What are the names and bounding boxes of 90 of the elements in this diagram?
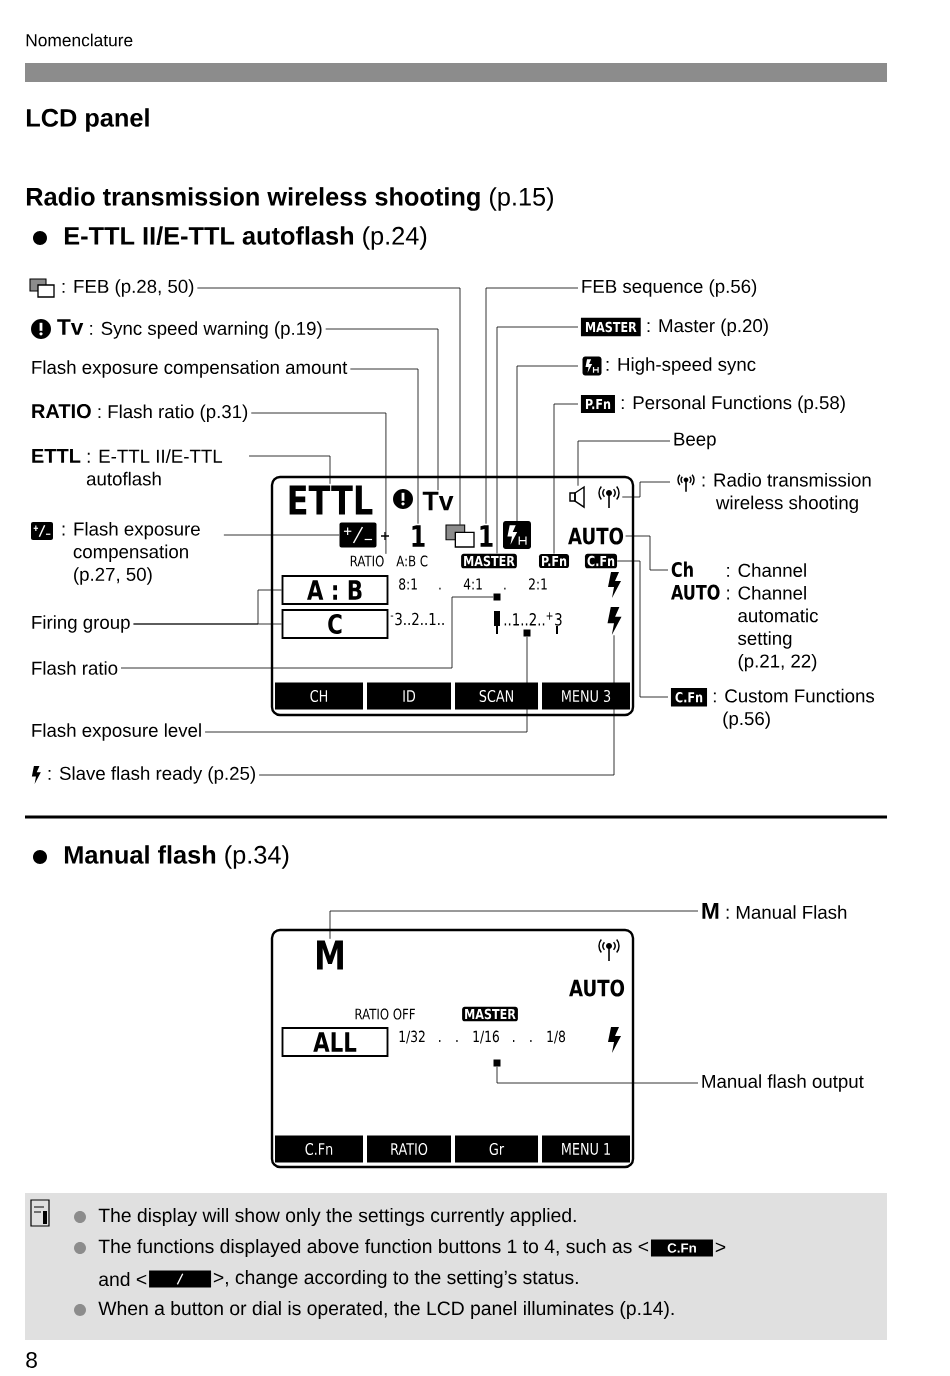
- lcd-panel: [270, 475, 635, 717]
- display-text: AUTO: [569, 979, 625, 997]
- callout-text: Firing group: [32, 615, 130, 633]
- speaker-icon: [569, 485, 585, 509]
- function-button: ID: [367, 682, 451, 710]
- leader-line: [616, 560, 669, 698]
- section-heading: Manual flash (p.34): [64, 845, 289, 869]
- callout-text: MASTER : Master (p.20): [580, 317, 768, 337]
- leader-line: [133, 623, 282, 625]
- indicator-tag: MASTER: [462, 1006, 518, 1022]
- display-text: Tv: [422, 491, 454, 511]
- function-button: CH: [275, 682, 363, 710]
- function-button: MENU 3: [542, 682, 630, 710]
- note-text: The display will show only the settings currently applied.: [98, 1208, 576, 1227]
- indicator-tag: MASTER: [461, 553, 517, 569]
- page-number: 8: [26, 1352, 37, 1369]
- leader-line: [196, 287, 461, 526]
- note-text: >, change according to the setting’s status.: [213, 1270, 578, 1289]
- display-text: RATIO OFF: [355, 1008, 415, 1020]
- callout-text: : Flash exposure compensation (p.27, 50): [62, 521, 200, 585]
- function-button: SCAN: [455, 682, 538, 710]
- title: LCD panel: [26, 108, 149, 132]
- function-button: RATIO: [367, 1135, 451, 1163]
- high-speed-sync-icon: [503, 521, 531, 549]
- display-text: RATIO: [350, 555, 384, 567]
- leader-line: [625, 535, 669, 571]
- display-text: M: [317, 940, 343, 970]
- callout-text: FEB sequence (p.56): [582, 279, 757, 297]
- group-box: C: [281, 609, 389, 639]
- function-button: Gr: [455, 1135, 538, 1163]
- leader-line: [120, 596, 494, 669]
- function-button: C.Fn: [275, 1135, 363, 1163]
- note-text: The functions displayed above function buttons 1 to 4, such as <: [98, 1239, 649, 1258]
- level-marker: [523, 629, 531, 637]
- lcd-panel: [270, 928, 635, 1169]
- callout-text: : Radio transmission wireless shooting: [702, 472, 871, 513]
- leader-line: [516, 365, 579, 522]
- callout-text: M : Manual Flash: [702, 903, 847, 919]
- group-box: ALL: [281, 1027, 389, 1057]
- leader-line: [553, 403, 579, 555]
- display-text: ..1..2..$^{+}$3: [504, 612, 562, 626]
- note-text: When a button or dial is operated, the LCD panel illuminates (p.14).: [98, 1301, 674, 1320]
- callout-text: C.Fn : Custom Functions (p.56): [670, 687, 875, 729]
- callout-text: Manual flash output: [702, 1074, 864, 1092]
- level-marker: [493, 1059, 501, 1067]
- callout-text: : High-speed sync: [606, 357, 756, 375]
- leader-line: [577, 440, 671, 487]
- display-text: ETTL: [289, 485, 373, 515]
- callout-text: Ch : Channel AUTO : Channel automatic setting (p.21, 22): [671, 561, 818, 672]
- compensation-icon: [339, 522, 377, 548]
- callout-text: Flash ratio: [32, 661, 118, 675]
- callout-text: P.Fn : Personal Functions (p.58): [580, 394, 845, 414]
- callout-text: : Slave flash ready (p.25): [48, 766, 255, 784]
- leader-line: [248, 455, 331, 485]
- display-text: $^{-}$3..2..1..: [390, 612, 444, 626]
- display-text: A:B C: [396, 555, 428, 567]
- leader-line: [204, 636, 528, 733]
- leader-line: [496, 1066, 699, 1084]
- leader-line: [250, 412, 387, 555]
- bracketing-icon: [445, 524, 475, 548]
- leader-line: [621, 481, 671, 498]
- leader-line: [496, 326, 579, 554]
- level-marker: [493, 593, 501, 601]
- leader-line: [329, 910, 699, 940]
- display-text: 1: [412, 525, 425, 547]
- indicator-tag: P.Fn: [539, 553, 569, 569]
- leader-line: [349, 368, 419, 525]
- display-text: 1: [480, 525, 493, 547]
- bolt-icon: [607, 607, 622, 635]
- callout-text: Tv : Sync speed warning (p.19): [57, 319, 322, 339]
- callout-text: Flash exposure compensation amount: [32, 360, 348, 378]
- display-text: AUTO: [568, 527, 624, 545]
- leader-line: [325, 328, 439, 491]
- section-heading: E-TTL II/E-TTL autoflash (p.24): [64, 226, 427, 250]
- callout-text: RATIO : Flash ratio (p.31): [32, 404, 248, 422]
- function-button: MENU 1: [542, 1135, 630, 1163]
- leader-line: [485, 287, 579, 525]
- callout-text: Flash exposure level: [32, 723, 201, 741]
- indicator-tag: C.Fn: [584, 553, 618, 569]
- section-heading: Radio transmission wireless shooting (p.15): [26, 187, 553, 211]
- callout-text: Beep: [674, 432, 716, 450]
- leader-line: [223, 534, 340, 536]
- antenna-icon: [598, 485, 620, 509]
- page-header: Nomenclature: [26, 33, 133, 47]
- display-text: 8:1 . 4:1 . 2:1: [399, 578, 547, 590]
- callout-text: : FEB (p.28, 50): [62, 279, 194, 297]
- callout-text: ETTL : E-TTL II/E-TTL autoflash: [32, 448, 223, 486]
- leader-line: [258, 634, 615, 776]
- display-text: 1/32 . . 1/16 . . 1/8: [399, 1030, 566, 1044]
- group-box: A : B: [281, 575, 389, 605]
